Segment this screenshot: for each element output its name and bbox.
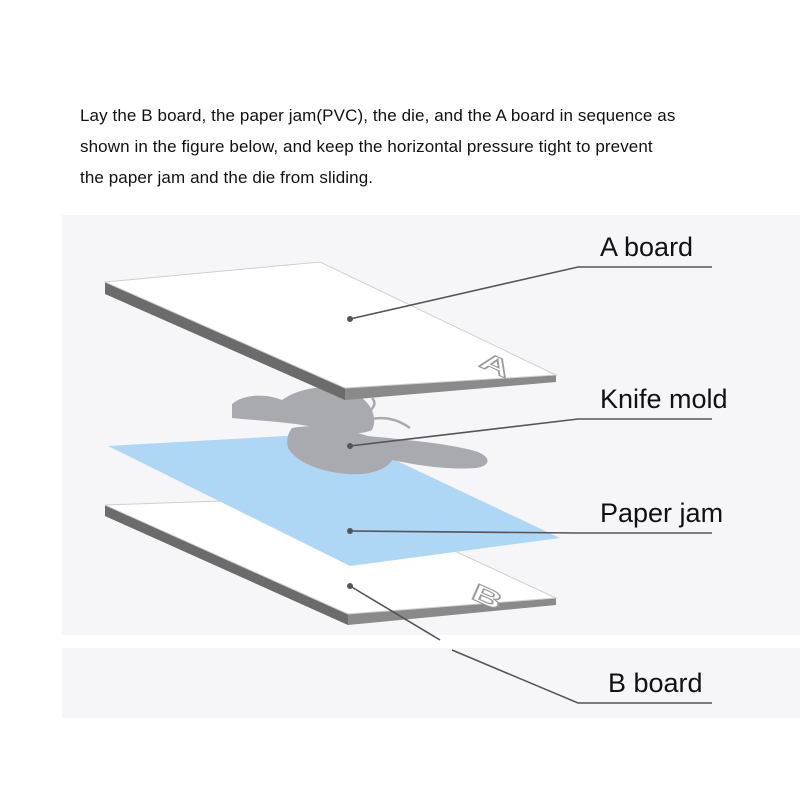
leader-lines <box>349 266 712 704</box>
b-board-edge <box>105 505 348 625</box>
knife-mold-label: Knife mold <box>600 384 728 414</box>
a-board-top <box>103 261 558 389</box>
b-board-leader-line-lower <box>451 649 712 704</box>
knife-mold-antenna <box>363 397 411 430</box>
b-board-leader-line <box>349 585 441 641</box>
instruction-line-3: the paper jam and the die from sliding. <box>80 168 374 187</box>
paper-jam-leader-line <box>349 530 712 534</box>
knife-mold-shape <box>232 387 488 475</box>
knife-mold-upper-wings <box>232 387 375 434</box>
instruction-line-2: shown in the figure below, and keep the … <box>80 137 653 156</box>
instruction-line-1: Lay the B board, the paper jam(PVC), the… <box>80 106 676 125</box>
instructions-text: Lay the B board, the paper jam(PVC), the… <box>80 100 795 193</box>
a-board-edge <box>105 282 345 400</box>
a-board-label: A board <box>600 232 693 262</box>
a-board: A <box>103 261 558 400</box>
paper-jam-label: Paper jam <box>600 498 723 528</box>
knife-mold-lower-wings <box>287 426 488 475</box>
b-board-label: B board <box>608 668 703 698</box>
lower-background-panel <box>62 648 800 718</box>
a-board-leader-line <box>349 266 712 320</box>
paper-jam-surface <box>108 433 560 566</box>
a-board-front-edge <box>345 375 556 400</box>
knife-mold-leader-line <box>349 418 712 447</box>
b-board-front-edge <box>348 598 556 625</box>
